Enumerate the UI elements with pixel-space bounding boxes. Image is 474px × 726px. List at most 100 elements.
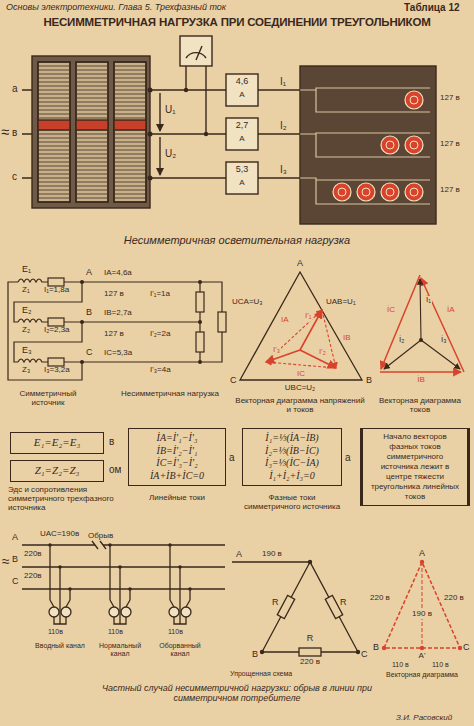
formula-box: Z₁=Z₂=Z₃ (10, 460, 104, 482)
drawing-path (422, 562, 423, 648)
drawing-circle (420, 646, 424, 650)
label-text: I₃ (280, 164, 287, 175)
drawing-circle (386, 188, 394, 196)
label-text: 220 в (370, 594, 390, 603)
label-text: 190 в (262, 550, 282, 559)
drawing-circle (80, 360, 84, 364)
formula-text: İ₁=⅓(İA−İB) (247, 432, 337, 445)
label-text: E₃ (22, 346, 32, 356)
label-text: с (12, 171, 17, 182)
label-text: IB=2,7а (104, 309, 132, 318)
label-text: I'₁=1а (150, 290, 170, 299)
drawing-circle (80, 280, 84, 284)
label-text: B (12, 555, 18, 565)
drawing-path (232, 562, 358, 652)
label-text: Вводный канал (32, 642, 88, 650)
label-text: Эдс и сопротивления симметричного трехфа… (8, 486, 126, 512)
drawing-g (22, 541, 358, 656)
label-text: З.И. Расовский (396, 714, 452, 723)
drawing-g (266, 310, 336, 368)
label-text: İB (416, 376, 426, 385)
label-text: B (86, 308, 92, 318)
formula-text: İ₁+İ₂+İ₃=0 (247, 470, 337, 483)
label-text: R (307, 634, 314, 644)
label-text: C (463, 643, 470, 653)
drawing-g (384, 562, 460, 648)
label-text: Векторная диаграмма токов (375, 397, 465, 415)
drawing-path (159, 93, 160, 131)
label-text: I'₃=4а (150, 366, 171, 375)
label-text: I'₂ (318, 348, 327, 357)
label-text: A (297, 259, 303, 269)
drawing-circle (405, 183, 423, 201)
label-text: C (86, 348, 93, 358)
formula-text: İ₂=⅓(İB−İC) (247, 445, 337, 458)
drawing-rect (38, 120, 70, 130)
label-text: B (373, 643, 379, 653)
label-text: 220 в (300, 658, 320, 667)
drawing-rect (180, 36, 212, 66)
label-text: 220в (24, 572, 42, 581)
drawing-g (382, 560, 462, 650)
label-text: IA (280, 316, 290, 325)
drawing-rect (218, 312, 226, 332)
label-text: 110в (48, 628, 63, 636)
drawing-circle (405, 136, 423, 154)
drawing-circle (68, 587, 72, 591)
label-text: E₂ (22, 306, 32, 316)
label-text: ≈ (2, 554, 10, 569)
label-text: I'₁ (304, 312, 312, 321)
formula-text: Z₁=Z₂=Z₃ (15, 464, 99, 478)
label-text: İ₂ (398, 336, 405, 345)
drawing-rect (48, 318, 64, 326)
drawing-rect (226, 74, 258, 106)
drawing-rect (196, 332, 204, 352)
formula-text: İC=İ'₃−İ'₂ (133, 457, 221, 470)
drawing-path (159, 137, 160, 175)
drawing-circle (49, 607, 59, 617)
label-text: а (229, 452, 235, 463)
drawing-circle (198, 280, 202, 284)
drawing-rect (114, 62, 146, 202)
label-text: E₁ (22, 265, 31, 275)
drawing-g (333, 91, 423, 201)
drawing-circle (80, 320, 84, 324)
label-text: UAB=U₁ (326, 298, 356, 307)
label-text: А (239, 135, 244, 144)
label-text: 2,7 (236, 121, 249, 131)
label-text: R (272, 598, 279, 608)
drawing-path (380, 371, 461, 373)
drawing-rect (114, 120, 146, 130)
label-text: IC=5,3а (104, 349, 132, 358)
label-text: 110в (168, 628, 183, 636)
drawing-g (338, 96, 418, 196)
label-text: I₂=2,3а (44, 326, 70, 335)
formula-box: İA=İ'₁−İ'₃İB=İ'₂−İ'₁İC=İ'₃−İ'₂İA+İB+İC=0 (128, 428, 226, 486)
drawing-circle (48, 543, 52, 547)
label-text: A (86, 268, 92, 278)
label-text: R (340, 598, 347, 608)
drawing-g (80, 280, 202, 364)
drawing-path (266, 362, 336, 368)
drawing-g (266, 310, 336, 368)
drawing-circle (169, 607, 179, 617)
label-text: Нормальный канал (92, 642, 148, 657)
label-text: IC (296, 370, 306, 379)
drawing-circle (128, 587, 132, 591)
label-text: İ₁ (425, 296, 432, 305)
drawing-path (240, 272, 362, 380)
drawing-path (50, 545, 70, 624)
drawing-rect (76, 62, 108, 202)
label-text: А (239, 91, 244, 100)
label-text: U₂ (165, 148, 176, 159)
drawing-circle (420, 560, 424, 564)
label-text: İC (386, 306, 396, 315)
drawing-circle (381, 136, 399, 154)
drawing-circle (308, 560, 312, 564)
drawing-circle (410, 96, 418, 104)
drawing-path (92, 541, 106, 549)
drawing-circle (386, 141, 394, 149)
formula-box: E₁=E₂=E₃ (10, 432, 104, 454)
drawing-circle (333, 183, 351, 201)
label-text: B (252, 650, 258, 660)
